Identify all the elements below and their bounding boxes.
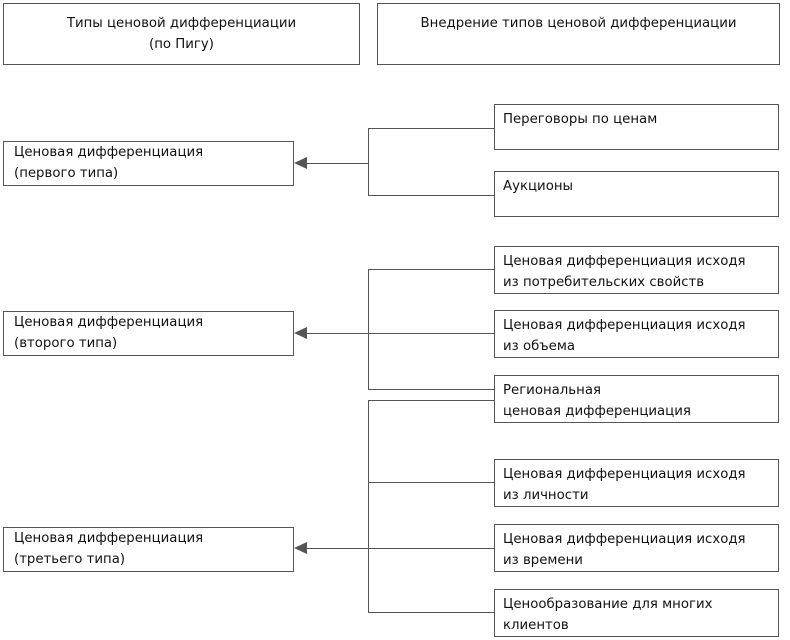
header-types-label: Типы ценовой дифференциации (по Пигу) [66,16,297,52]
header-box-types: Типы ценовой дифференциации (по Пигу) [3,3,360,65]
type-box-second: Ценовая дифференциация (второго типа) [3,311,294,356]
impl-box-time: Ценовая дифференциация исходя из времени [494,524,779,572]
connector-stub-third-to-regional [368,400,495,401]
impl-box-volume-label: Ценовая дифференциация исходя из объема [503,318,746,354]
connector-bracket-third [368,400,369,612]
type-box-third: Ценовая дифференциация (третьего типа) [3,527,294,572]
impl-box-regional: Региональная ценовая дифференциация [494,375,779,423]
connector-stub-first-to-negotiations [368,128,495,129]
type-box-first-label: Ценовая дифференциация (первого типа) [14,144,204,181]
header-box-implementation: Внедрение типов ценовой дифференциации [377,3,780,65]
impl-box-personality: Ценовая дифференциация исходя из личност… [494,459,779,507]
connector-stub-third-to-many-clients [368,612,495,613]
connector-bracket-second [368,269,369,389]
connector-arrowhead-second [294,327,307,339]
connector-stub-second-to-consumer-properties [368,269,495,270]
impl-box-price-negotiations-label: Переговоры по ценам [503,112,658,127]
connector-stub-second-to-volume [368,333,495,334]
impl-box-consumer-properties: Ценовая дифференциация исходя из потреби… [494,246,779,294]
impl-box-many-clients: Ценообразование для многих клиентов [494,589,779,637]
connector-stub-second-to-regional [368,389,495,390]
impl-box-many-clients-label: Ценообразование для многих клиентов [503,597,713,633]
impl-box-auctions-label: Аукционы [503,179,574,194]
connector-arrow-line-first [302,163,369,164]
connector-arrowhead-third [294,542,307,554]
impl-box-volume: Ценовая дифференциация исходя из объема [494,310,779,358]
impl-box-regional-label: Региональная ценовая дифференциация [503,383,691,419]
impl-box-consumer-properties-label: Ценовая дифференциация исходя из потреби… [503,254,746,290]
type-box-second-label: Ценовая дифференциация (второго типа) [14,314,204,351]
type-box-third-label: Ценовая дифференциация (третьего типа) [14,530,204,567]
connector-arrow-line-third [302,548,369,549]
connector-bracket-first [368,128,369,195]
type-box-first: Ценовая дифференциация (первого типа) [3,141,294,186]
impl-box-price-negotiations: Переговоры по ценам [494,104,779,150]
connector-stub-third-to-time [368,548,495,549]
impl-box-time-label: Ценовая дифференциация исходя из времени [503,532,746,568]
connector-arrowhead-first [294,157,307,169]
impl-box-personality-label: Ценовая дифференциация исходя из личност… [503,467,746,503]
impl-box-auctions: Аукционы [494,171,779,217]
header-implementation-label: Внедрение типов ценовой дифференциации [420,16,737,31]
connector-stub-third-to-personality [368,482,495,483]
connector-stub-first-to-auctions [368,195,495,196]
connector-arrow-line-second [302,333,369,334]
